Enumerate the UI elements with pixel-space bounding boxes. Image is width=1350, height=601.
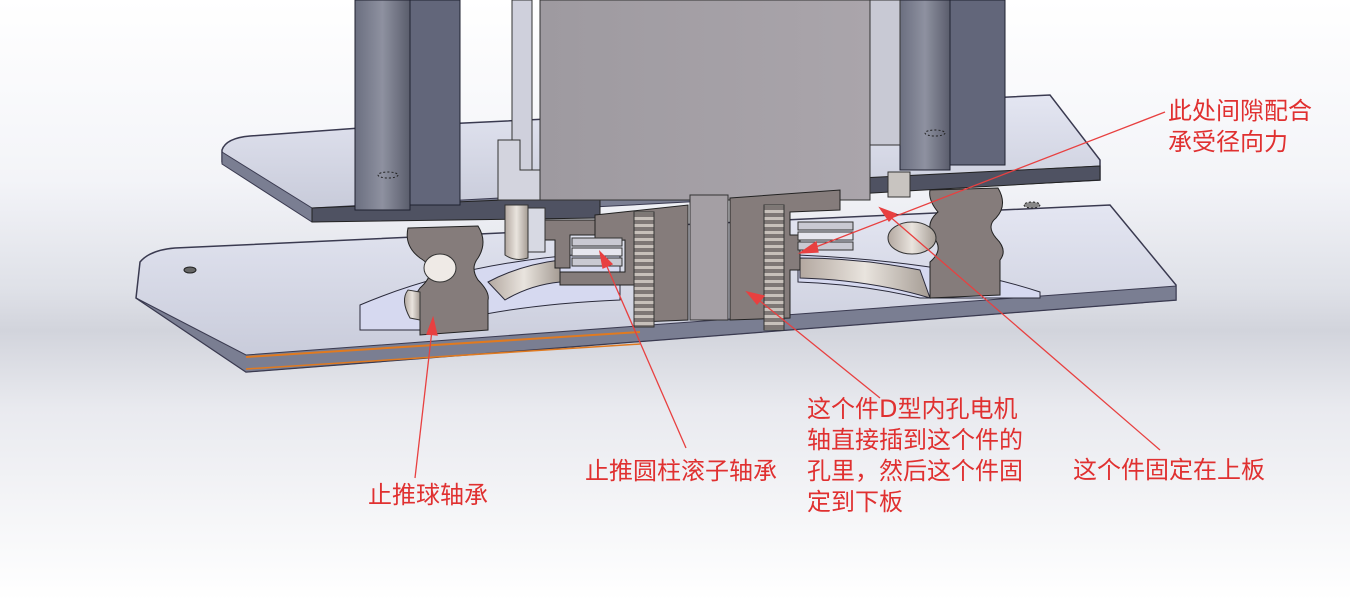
d-hole-coupling bbox=[559, 189, 841, 331]
label-radial-clearance: 此处间隙配合 承受径向力 bbox=[1168, 96, 1312, 158]
label-d-hole-part-line2: 轴直接插到这个件的 bbox=[807, 426, 1023, 454]
label-d-hole-part-line4: 定到下板 bbox=[807, 488, 903, 516]
label-thrust-roller-bearing: 止推圆柱滚子轴承 bbox=[585, 456, 777, 487]
label-thrust-ball-bearing: 止推球轴承 bbox=[368, 480, 488, 511]
label-fixed-upper: 这个件固定在上板 bbox=[1073, 455, 1265, 486]
leader-d-hole bbox=[754, 296, 881, 399]
label-d-hole-part-line3: 孔里，然后这个件固 bbox=[807, 457, 1023, 485]
thrust-roller-bearing bbox=[571, 221, 854, 267]
leader-thrust-roller bbox=[604, 261, 687, 449]
annotation-leaders bbox=[414, 111, 1166, 479]
leader-radial-clearance bbox=[807, 111, 1166, 251]
label-fixed-upper-text: 这个件固定在上板 bbox=[1073, 456, 1265, 484]
label-radial-clearance-line2: 承受径向力 bbox=[1168, 128, 1288, 156]
label-d-hole-part: 这个件D型内孔电机 轴直接插到这个件的 孔里，然后这个件固 定到下板 bbox=[807, 394, 1023, 518]
motor-shaft bbox=[689, 194, 729, 321]
left-beam bbox=[354, 0, 461, 211]
label-d-hole-part-line1: 这个件D型内孔电机 bbox=[807, 395, 1018, 423]
right-beam bbox=[899, 0, 1006, 171]
leader-fixed-upper bbox=[887, 214, 1161, 451]
motor-block bbox=[497, 0, 901, 201]
leader-thrust-ball bbox=[414, 329, 433, 479]
label-thrust-ball-bearing-text: 止推球轴承 bbox=[368, 481, 488, 509]
label-thrust-roller-bearing-text: 止推圆柱滚子轴承 bbox=[585, 457, 777, 485]
label-radial-clearance-line1: 此处间隙配合 bbox=[1168, 97, 1312, 125]
